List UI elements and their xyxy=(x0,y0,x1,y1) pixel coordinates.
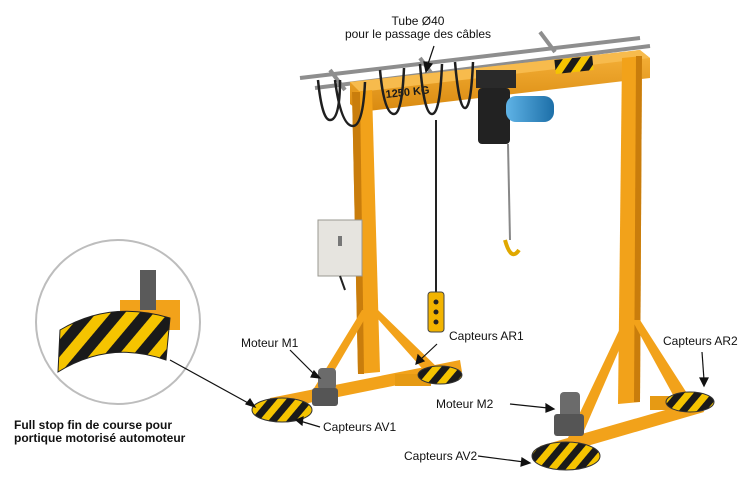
right-pillar xyxy=(618,56,642,404)
tube-label: Tube Ø40 pour le passage des câbles xyxy=(333,15,503,41)
full-stop-line2: portique motorisé automoteur xyxy=(14,431,186,445)
pendant-control xyxy=(427,120,445,333)
bumper-av1 xyxy=(251,397,313,423)
capacity-plate: 1250 KG xyxy=(385,84,430,101)
tube-label-line1: Tube Ø40 xyxy=(391,14,445,28)
festoon-cables xyxy=(316,61,475,128)
capteurs-av2-label: Capteurs AV2 xyxy=(404,449,478,463)
moteur-m1-label: Moteur M1 xyxy=(241,336,299,350)
capteurs-ar2-label: Capteurs AR2 xyxy=(663,334,738,348)
capteurs-ar1-label: Capteurs AR1 xyxy=(449,329,524,343)
full-stop-caption: Full stop fin de course pour portique mo… xyxy=(14,419,185,445)
motor-m1 xyxy=(312,368,338,406)
electric-hoist xyxy=(476,70,554,257)
capteurs-av1-label: Capteurs AV1 xyxy=(323,420,397,434)
bumper-av2 xyxy=(531,441,601,471)
zoom-circle-icon xyxy=(35,239,201,405)
moteur-m2-label: Moteur M2 xyxy=(436,397,494,411)
control-cabinet xyxy=(317,219,363,291)
bumper-ar2 xyxy=(665,391,715,413)
bumper-ar1 xyxy=(417,365,463,385)
tube-label-line2: pour le passage des câbles xyxy=(344,27,492,41)
arrow-pointer-icon xyxy=(169,45,709,467)
motor-m2 xyxy=(554,392,584,436)
full-stop-line1: Full stop fin de course pour xyxy=(14,418,173,432)
